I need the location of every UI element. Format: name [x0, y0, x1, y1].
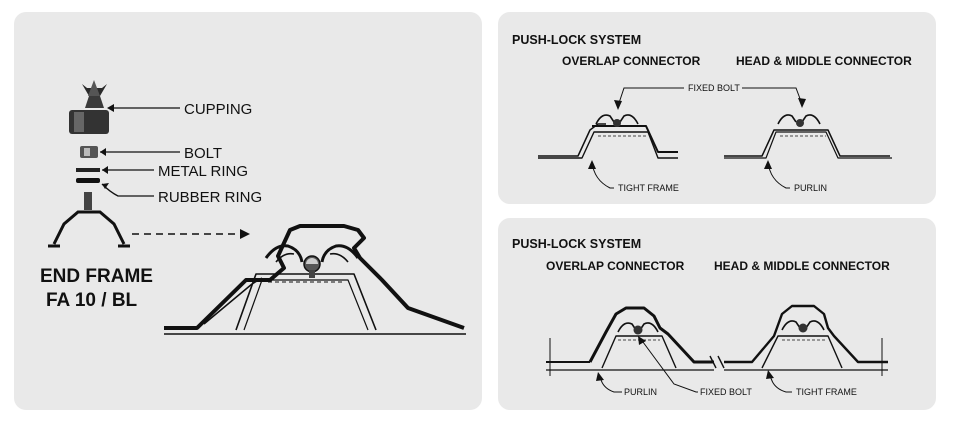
head-middle-connector-label: HEAD & MIDDLE CONNECTOR — [736, 54, 912, 68]
metal-ring-icon — [76, 168, 100, 172]
overlap-connector-label: OVERLAP CONNECTOR — [546, 259, 685, 273]
purlin-baseline — [546, 338, 888, 376]
bolt-label: BOLT — [184, 145, 222, 162]
fixed-bolt-label: FIXED BOLT — [700, 387, 752, 397]
bolt-ball-icon — [798, 323, 808, 333]
bolt-ball-icon — [796, 119, 804, 127]
bolt-ball-icon — [613, 119, 621, 127]
leader-arrows — [100, 104, 114, 189]
head-middle-connector-section — [724, 114, 892, 159]
push-lock-title: PUSH-LOCK SYSTEM — [512, 237, 641, 251]
end-frame-diagram: CUPPING BOLT METAL RING RUBBER RING END … — [40, 80, 466, 335]
pointer-arrows — [588, 160, 772, 169]
end-frame-model: FA 10 / BL — [46, 290, 138, 311]
tight-frame-label: TIGHT FRAME — [618, 183, 679, 193]
rubber-ring-label: RUBBER RING — [158, 189, 262, 206]
cupping-icon — [69, 80, 109, 134]
push-lock-top-diagram: PUSH-LOCK SYSTEM OVERLAP CONNECTOR HEAD … — [512, 33, 912, 193]
push-lock-title: PUSH-LOCK SYSTEM — [512, 33, 641, 47]
overlap-connector-label: OVERLAP CONNECTOR — [562, 54, 701, 68]
rubber-ring-icon — [76, 178, 100, 183]
bolt-ball-icon — [633, 325, 643, 335]
push-lock-bottom-diagram: PUSH-LOCK SYSTEM OVERLAP CONNECTOR HEAD … — [512, 237, 890, 397]
pointer-arrows — [614, 98, 806, 110]
pointer-arrows — [596, 336, 774, 381]
metal-ring-label: METAL RING — [158, 163, 248, 180]
bolt-icon — [80, 146, 98, 158]
purlin-label: PURLIN — [794, 183, 827, 193]
push-lock-top-panel: PUSH-LOCK SYSTEM OVERLAP CONNECTOR HEAD … — [498, 12, 936, 204]
tight-frame-label: TIGHT FRAME — [796, 387, 857, 397]
purlin-label: PURLIN — [624, 387, 657, 397]
fixed-bolt-label: FIXED BOLT — [688, 83, 740, 93]
end-frame-cross-section — [164, 224, 466, 335]
bolt-ball-icon — [303, 255, 321, 278]
end-frame-title: END FRAME — [40, 266, 153, 287]
dashed-arrow — [132, 229, 250, 239]
push-lock-bottom-panel: PUSH-LOCK SYSTEM OVERLAP CONNECTOR HEAD … — [498, 218, 936, 410]
cupping-label: CUPPING — [184, 101, 252, 118]
head-middle-connector-label: HEAD & MIDDLE CONNECTOR — [714, 259, 890, 273]
end-frame-icon — [48, 192, 130, 248]
end-frame-panel: CUPPING BOLT METAL RING RUBBER RING END … — [14, 12, 482, 410]
leader-lines — [100, 107, 180, 197]
overlap-connector-section — [588, 306, 714, 369]
overlap-connector-section — [538, 114, 678, 159]
head-middle-connector-section — [724, 304, 888, 369]
